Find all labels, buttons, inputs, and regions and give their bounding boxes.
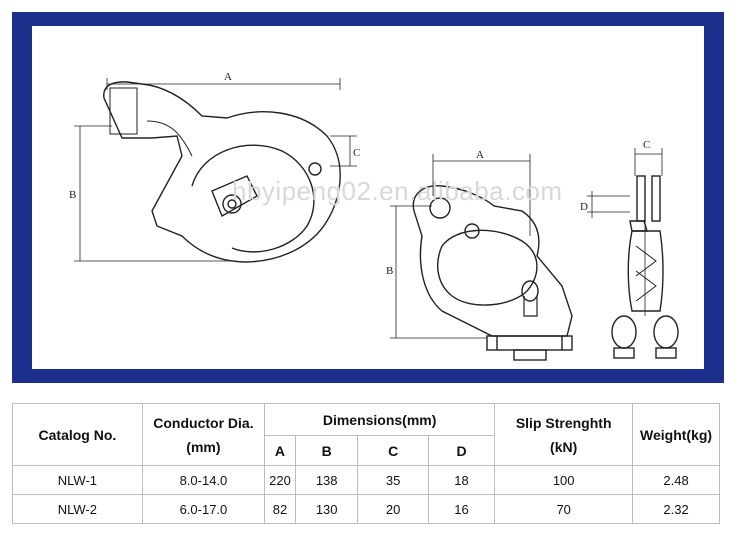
watermark-text: hbyipeng02.en.alibaba.com (232, 176, 563, 206)
cell-dim-a: 82 (264, 494, 296, 524)
cell-dim-b: 138 (294, 465, 359, 495)
dim-label-c-right: C (643, 139, 650, 151)
dim-label-b-middle: B (386, 265, 393, 277)
cell-catalog: NLW-1 (12, 465, 143, 495)
cell-conductor: 8.0-14.0 (141, 465, 266, 495)
dim-label-d-right: D (580, 201, 588, 213)
cell-dim-c: 20 (357, 494, 429, 524)
cell-slip: 70 (494, 494, 634, 524)
dim-label-b-left: B (69, 189, 76, 201)
header-slip-line2: (kN) (550, 438, 578, 455)
header-dim-c: C (357, 435, 429, 466)
clamp-drawing-svg: A B C A B C D (69, 71, 679, 361)
cell-dim-b: 130 (294, 494, 359, 524)
dim-label-a-middle: A (476, 149, 484, 161)
specification-table: Catalog No. Conductor Dia. (mm) Dimensio… (12, 403, 720, 524)
cell-dim-c: 35 (357, 465, 429, 495)
cell-slip: 100 (494, 465, 634, 495)
header-conductor: Conductor Dia. (mm) (141, 403, 266, 466)
header-slip: Slip Strenghth (kN) (494, 403, 634, 466)
header-slip-line1: Slip Strenghth (515, 414, 612, 431)
cell-conductor: 6.0-17.0 (141, 494, 266, 524)
header-conductor-line2: (mm) (186, 438, 221, 455)
header-conductor-line1: Conductor Dia. (153, 414, 254, 431)
dim-label-c-left: C (353, 147, 360, 159)
header-dim-a: A (264, 435, 296, 466)
table-row: NLW-1 8.0-14.0 220 138 35 18 100 2.48 (12, 465, 720, 495)
cell-dim-d: 16 (427, 494, 496, 524)
table-header-row: Catalog No. Conductor Dia. (mm) Dimensio… (12, 403, 720, 466)
drawing-frame: A B C A B C D hbyipeng02.en.alibaba.com (12, 12, 724, 383)
cell-dim-a: 220 (264, 465, 296, 495)
cell-catalog: NLW-2 (12, 494, 143, 524)
cell-weight: 2.48 (632, 465, 720, 495)
header-catalog: Catalog No. (12, 403, 143, 466)
table-row: NLW-2 6.0-17.0 82 130 20 16 70 2.32 (12, 494, 720, 524)
table-subheader-row: A B C D (13, 435, 720, 466)
dim-label-a-left: A (224, 71, 232, 83)
header-dimensions: Dimensions(mm) (264, 403, 496, 436)
header-dim-b: B (294, 435, 359, 466)
technical-drawing: A B C A B C D hbyipeng02.en.alibaba.com (32, 26, 704, 369)
header-dim-d: D (427, 435, 496, 466)
cell-dim-d: 18 (427, 465, 496, 495)
cell-weight: 2.32 (632, 494, 720, 524)
header-weight: Weight(kg) (632, 403, 720, 466)
